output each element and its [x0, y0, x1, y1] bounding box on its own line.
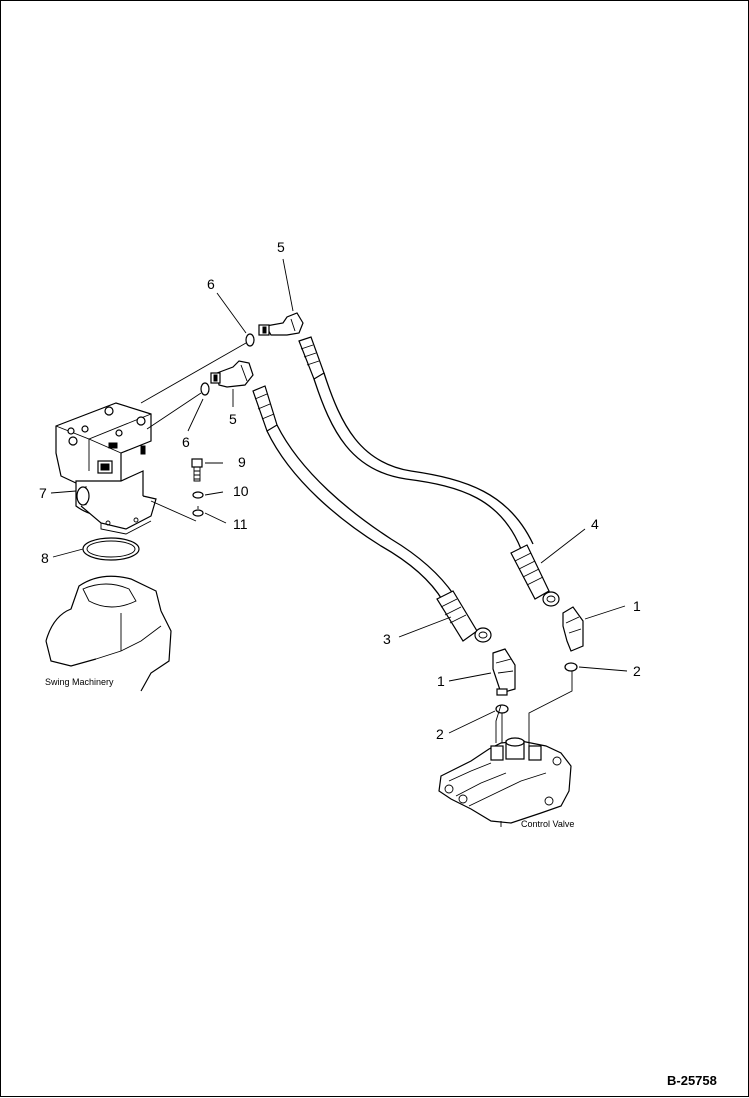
callout-2-left: 2 [436, 726, 444, 742]
callout-6-top: 6 [207, 276, 215, 292]
callout-2-right: 2 [633, 663, 641, 679]
o-ring-6-lower [200, 382, 210, 396]
o-ring-2-right [564, 662, 578, 672]
swing-motor [55, 402, 157, 535]
callout-4: 4 [591, 516, 599, 532]
hose-3-lower-fitting [436, 590, 492, 643]
assembly-lines [140, 342, 573, 746]
hose-3 [266, 424, 455, 602]
callout-3: 3 [383, 631, 391, 647]
elbow-fitting-5-top [258, 312, 304, 336]
callout-10: 10 [233, 483, 249, 499]
callout-7: 7 [39, 485, 47, 501]
hose-4 [313, 372, 534, 550]
control-valve-caption: Control Valve [521, 819, 574, 829]
swing-machinery [45, 575, 172, 692]
control-valve [438, 737, 572, 827]
callout-1-right: 1 [633, 598, 641, 614]
leader-lines [50, 258, 628, 734]
callout-8: 8 [41, 550, 49, 566]
washer-10 [192, 491, 204, 499]
callout-9: 9 [238, 454, 246, 470]
o-ring-2-left [495, 704, 509, 714]
figure-number: B-25758 [667, 1073, 717, 1088]
bolt-9 [191, 458, 203, 482]
o-ring-6-top [245, 333, 255, 347]
hose-4-lower-fitting [510, 544, 560, 607]
washer-11 [192, 509, 204, 517]
callout-6-lower: 6 [182, 434, 190, 450]
callout-5-top: 5 [277, 239, 285, 255]
elbow-fitting-5-lower [210, 360, 254, 388]
hose-4-upper-fitting [298, 336, 325, 380]
callout-1-left: 1 [437, 673, 445, 689]
callout-5-lower: 5 [229, 411, 237, 427]
callout-11: 11 [233, 516, 248, 532]
swing-machinery-caption: Swing Machinery [45, 677, 114, 687]
elbow-fitting-1-left [492, 648, 516, 696]
elbow-fitting-1-right [562, 606, 584, 652]
hose-3-upper-fitting [252, 385, 278, 432]
